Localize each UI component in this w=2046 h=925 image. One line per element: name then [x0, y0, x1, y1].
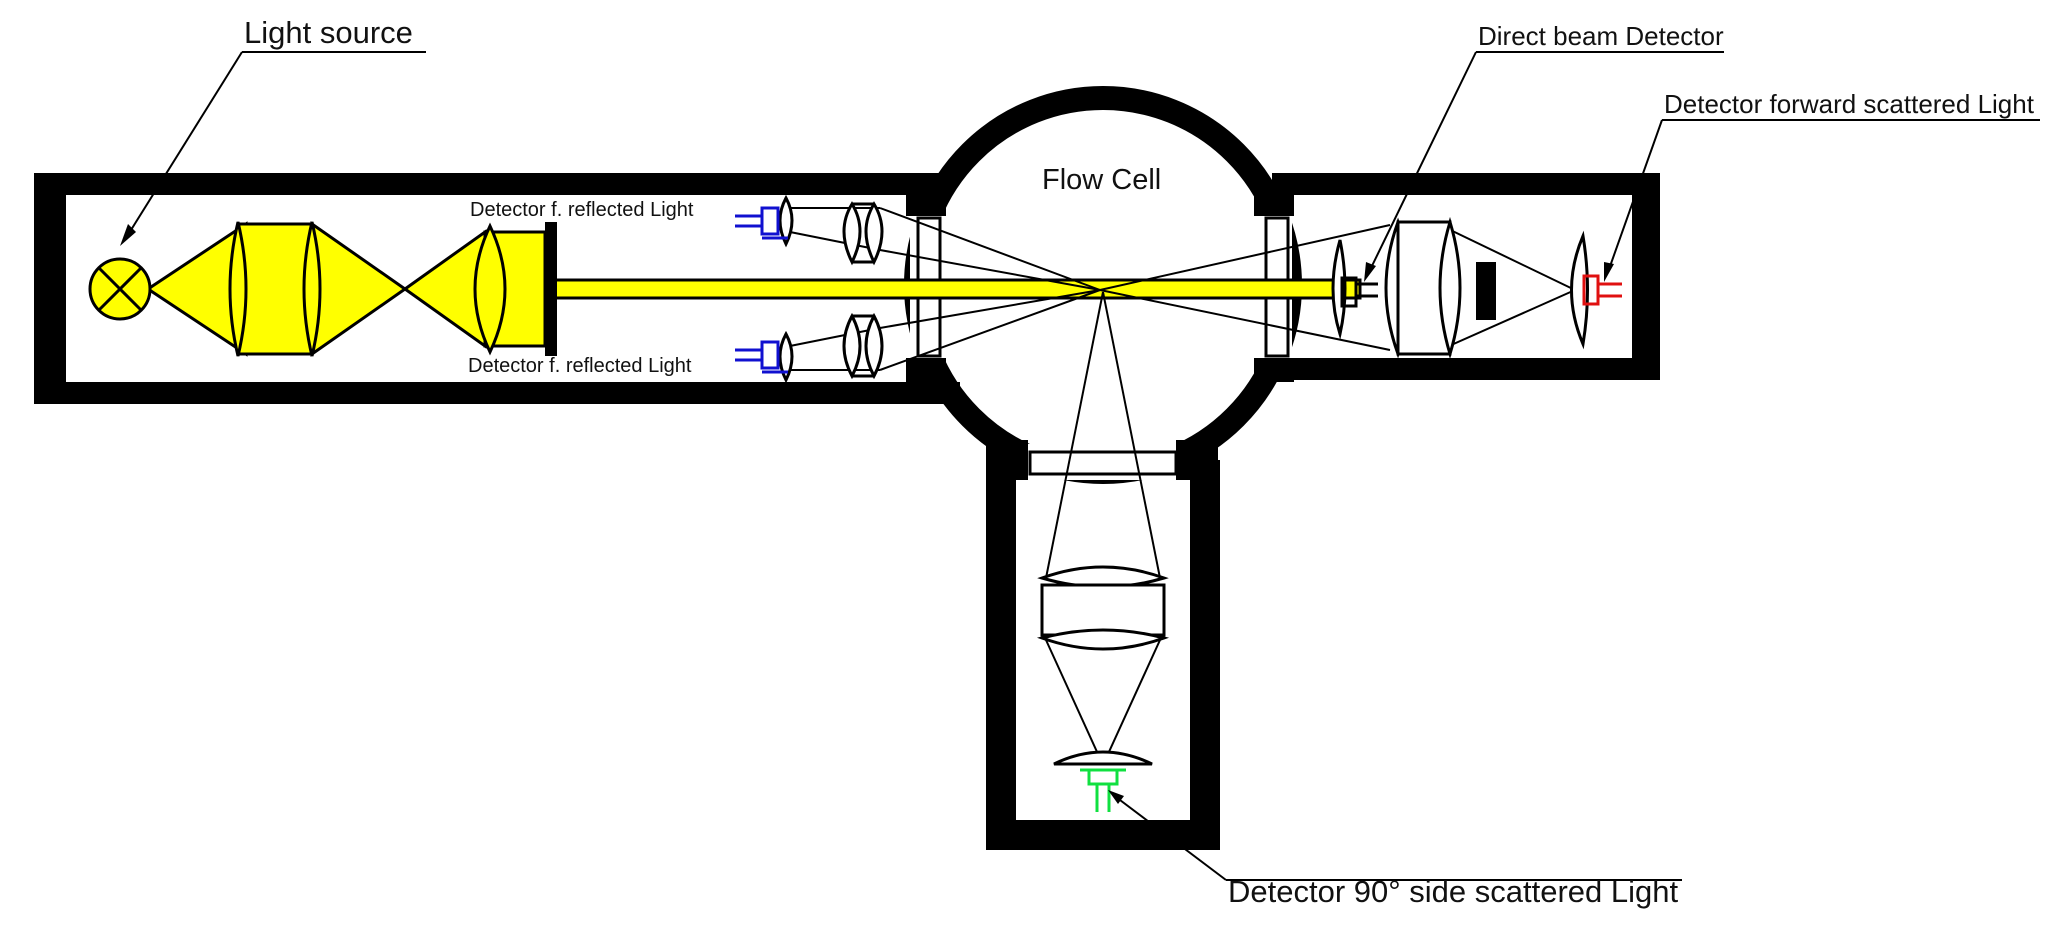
- forward-lens-back: [1438, 216, 1462, 360]
- beam-cone-converging: [310, 221, 408, 357]
- forward-detector-icon: [1582, 274, 1622, 306]
- reflected-top-lens-b: [864, 201, 884, 266]
- side-lens-bottom: [1036, 628, 1170, 651]
- left-arm-bottom-wall: [34, 382, 960, 404]
- left-arm-top-wall: [34, 173, 944, 195]
- arrow-to-forward-detector: [1604, 262, 1614, 282]
- arrow-to-lamp: [120, 224, 136, 246]
- beam-stop: [1476, 262, 1496, 320]
- beam-collimated-section: [236, 222, 314, 356]
- illumination-lenses: [228, 221, 507, 357]
- illumination-beam: [145, 221, 1362, 357]
- forward-focus-lens: [1570, 230, 1589, 350]
- side-lens-body: [1040, 583, 1166, 637]
- side-focus-lens: [1053, 750, 1153, 766]
- bottom-arm-left-wall: [986, 460, 1016, 850]
- collimator-lens-1: [228, 221, 248, 357]
- reflected-detector-top-icon: [735, 206, 788, 240]
- side-detector-icon: [1080, 768, 1126, 812]
- reflected-bottom-lens-b: [864, 312, 884, 380]
- focusing-lens: [473, 222, 507, 356]
- label-flow-cell: Flow Cell: [1042, 164, 1161, 196]
- label-detector-reflected-top: Detector f. reflected Light: [470, 199, 694, 221]
- aperture-plate: [545, 222, 557, 356]
- label-detector-side: Detector 90° side scattered Light: [1228, 874, 1678, 909]
- arrow-to-side-detector: [1108, 790, 1124, 804]
- right-arm-right-wall: [1632, 173, 1660, 380]
- label-light-source: Light source: [244, 15, 413, 50]
- leader-lines: [125, 51, 2040, 881]
- chamber-openings: [910, 216, 1292, 480]
- label-detector-forward: Detector forward scattered Light: [1664, 89, 2035, 119]
- bottom-arm-bottom-wall: [986, 820, 1220, 850]
- optical-rays: [789, 207, 1576, 766]
- direct-beam-lens: [1331, 239, 1347, 340]
- reflected-top-lens-a: [842, 201, 862, 266]
- reflected-bottom-small-lens: [778, 330, 794, 384]
- label-detector-reflected-bottom: Detector f. reflected Light: [468, 355, 692, 377]
- beam-cone-expanding: [402, 229, 487, 349]
- right-arm-top-wall: [1272, 173, 1660, 195]
- beam-into-cell: [551, 278, 1362, 300]
- lamp-icon: [88, 257, 152, 321]
- reflected-bottom-lens-a: [842, 312, 862, 380]
- arrow-to-direct-detector: [1364, 262, 1376, 282]
- collection-lenses: [778, 194, 1589, 766]
- bottom-window: [1028, 450, 1178, 476]
- direct-beam-detector-icon: [1340, 276, 1378, 308]
- bottom-arm-right-wall: [1190, 460, 1220, 850]
- reflected-top-small-lens: [778, 194, 794, 248]
- right-arm-bottom-wall: [1286, 358, 1660, 380]
- label-direct-beam-detector: Direct beam Detector: [1478, 21, 1724, 51]
- collimator-lens-2: [302, 221, 322, 357]
- leader-arrowheads: [120, 224, 1614, 804]
- reflected-detector-bottom-icon: [735, 340, 788, 374]
- left-arm-left-wall: [34, 173, 66, 404]
